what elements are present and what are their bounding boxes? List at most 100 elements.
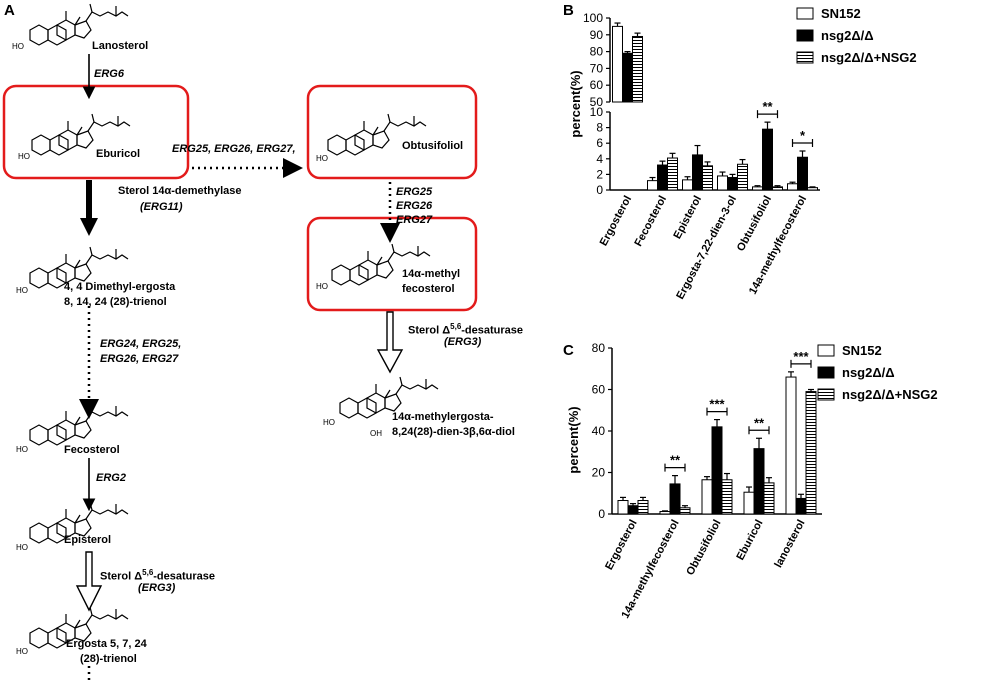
legend-swatch [817, 344, 835, 357]
y-tick-label: 40 [592, 424, 606, 438]
desaturase-suffix: -desaturase [153, 570, 216, 583]
erg11-label: (ERG11) [140, 201, 183, 213]
erg3-hollow-arrow-left [75, 551, 103, 612]
category-label: lanosterol [772, 518, 807, 570]
legend-label: nsg2Δ/Δ [842, 365, 895, 380]
significance-label: *** [709, 397, 725, 412]
bar [797, 156, 808, 191]
bar [787, 183, 798, 191]
erg24-label: ERG26, ERG27 [100, 353, 179, 365]
panel-b-label: B [563, 2, 574, 19]
pathway-diagram [2, 3, 478, 684]
y-tick-label: 80 [592, 341, 606, 355]
bar [795, 497, 807, 515]
desaturase-suffix: -desaturase [461, 324, 524, 337]
legend-swatch [796, 51, 814, 64]
fecosterol-structure [29, 403, 129, 446]
methylfecosterol-label: fecosterol [402, 283, 455, 295]
significance-label: ** [762, 99, 773, 114]
legend-label: SN152 [821, 6, 861, 21]
legend-label: SN152 [842, 343, 882, 358]
erg2-label: ERG2 [96, 472, 126, 484]
bar [702, 165, 713, 191]
chart-c: 020406080percent(%)Ergosterol14a-methylf… [566, 341, 938, 621]
erg25-label: ERG25 [396, 186, 433, 198]
dimethyl-ergosta-label: 4, 4 Dimethyl-ergosta [64, 281, 176, 293]
bar [667, 157, 678, 191]
legend-swatch [796, 7, 814, 20]
y-axis-label: percent(%) [566, 406, 581, 473]
significance-label: ** [754, 415, 765, 430]
bar [637, 500, 649, 515]
diol-label: 14α-methylergosta- [392, 411, 494, 423]
y-tick-label: 6 [596, 136, 603, 150]
legend-label: nsg2Δ/Δ+NSG2 [842, 387, 938, 402]
methylfecosterol-highlight-box [306, 216, 478, 312]
bar [785, 376, 797, 515]
category-label: Ergosterol [603, 518, 639, 572]
bar [721, 479, 733, 515]
lanosterol-label: Lanosterol [92, 40, 149, 52]
category-label: Obtusifoliol [684, 518, 723, 578]
y-tick-label: 4 [596, 152, 603, 166]
bar [743, 491, 755, 515]
y-tick-label: 80 [590, 45, 604, 59]
y-tick-label: 10 [590, 105, 604, 119]
y-tick-label: 100 [583, 11, 603, 25]
legend-label: nsg2Δ/Δ+NSG2 [821, 50, 917, 65]
obtusifoliol-label: Obtusifoliol [402, 140, 464, 152]
hydroxyl-label: HO [323, 418, 335, 427]
y-tick-label: 8 [596, 121, 603, 135]
hydroxyl-label: HO [316, 282, 328, 291]
bar [622, 52, 633, 103]
bar [805, 391, 817, 515]
erg11-thick-arrow [80, 180, 98, 236]
category-label: Eburicol [734, 518, 765, 562]
bar [679, 507, 691, 515]
eburicol-label: Eburicol [96, 148, 141, 160]
desaturase-label-left: Sterol Δ5,6-desaturase [100, 566, 215, 584]
desaturase-label-right: Sterol Δ5,6-desaturase [408, 320, 523, 338]
diol-label: 8,24(28)-dien-3β,6α-diol [392, 426, 515, 438]
y-axis-label: percent(%) [568, 70, 583, 137]
legend-swatch [817, 388, 835, 401]
bar [657, 164, 668, 191]
ergosta-trienol-label: Ergosta 5, 7, 24 [66, 638, 147, 650]
hydroxyl-label: HO [16, 286, 28, 295]
ergosta-trienol-label: (28)-trienol [80, 653, 137, 665]
erg3-label-left: (ERG3) [138, 582, 176, 594]
bar [647, 180, 658, 191]
episterol-label: Episterol [64, 534, 112, 546]
lanosterol-structure [29, 3, 129, 46]
bar [752, 186, 763, 191]
panel-a-label: A [4, 2, 15, 19]
hydroxyl-label: HO [18, 152, 30, 161]
legend-swatch [817, 366, 835, 379]
bar [711, 426, 723, 515]
y-tick-label: 20 [592, 466, 606, 480]
obtusifoliol-highlight-box [306, 84, 478, 180]
hydroxyl-label: HO [316, 154, 328, 163]
panel-c-label: C [563, 342, 574, 359]
significance-label: *** [793, 349, 809, 364]
y-tick-label: 60 [592, 383, 606, 397]
desaturase-prefix: Sterol Δ [100, 570, 143, 583]
y-tick-label: 60 [590, 78, 604, 92]
bar [807, 187, 818, 191]
hydroxyl-label: HO [16, 445, 28, 454]
erg26-label: ERG26 [396, 200, 433, 212]
bar [669, 483, 681, 515]
significance-label: * [800, 128, 806, 143]
y-tick-label: 0 [598, 507, 605, 521]
bar [727, 177, 738, 191]
legend-label: nsg2Δ/Δ [821, 28, 874, 43]
category-label: Episterol [671, 194, 704, 241]
bar [632, 35, 643, 103]
legend-swatch [796, 29, 814, 42]
desaturase-superscript: 5,6 [142, 568, 154, 577]
methylfecosterol-label: 14α-methyl [402, 268, 461, 280]
fecosterol-label: Fecosterol [64, 444, 120, 456]
significance-label: ** [670, 453, 681, 468]
bar [692, 154, 703, 191]
erg3-hollow-arrow-right [376, 311, 404, 374]
